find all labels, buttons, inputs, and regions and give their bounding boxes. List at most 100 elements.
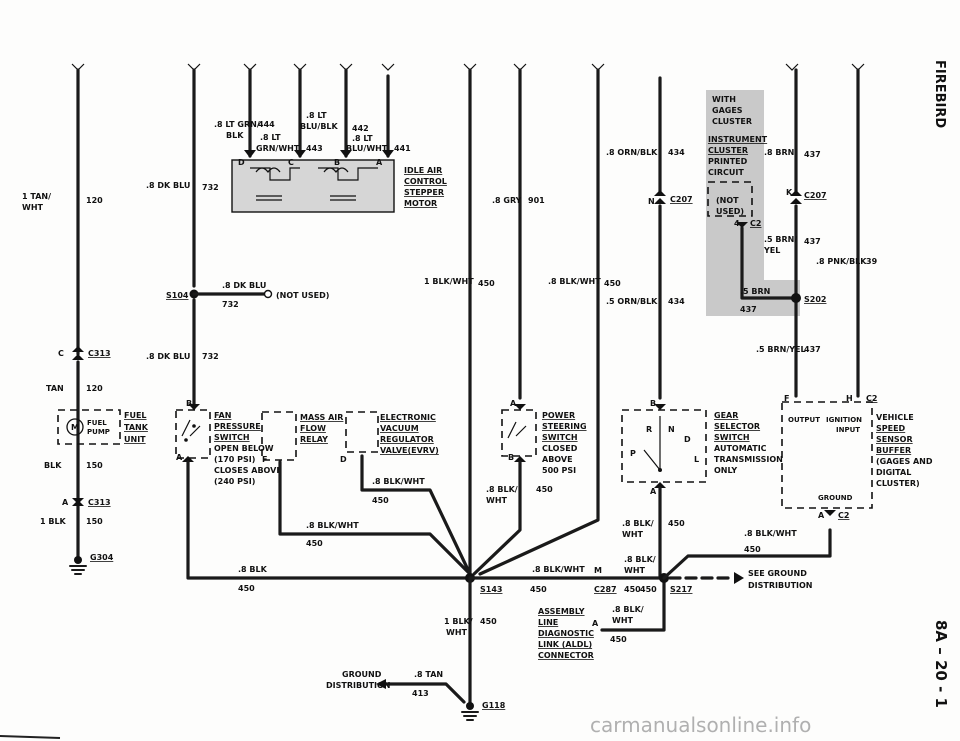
svg-text:.8 LT GRN/: .8 LT GRN/: [214, 120, 260, 129]
w120-color-2: WHT: [22, 203, 44, 212]
svg-text:(NOT: (NOT: [716, 196, 739, 205]
svg-text:.8 BLK/WHT: .8 BLK/WHT: [532, 565, 585, 574]
svg-text:OPEN BELOW: OPEN BELOW: [214, 444, 274, 453]
svg-text:(170 PSI): (170 PSI): [214, 455, 255, 464]
svg-text:437: 437: [804, 345, 821, 354]
svg-text:450: 450: [668, 519, 685, 528]
svg-text:732: 732: [202, 183, 219, 192]
ground-symbol-g118: [461, 711, 479, 721]
svg-text:.8 BLK/WHT: .8 BLK/WHT: [306, 521, 359, 530]
svg-text:BLU/BLK: BLU/BLK: [300, 122, 339, 131]
ground-symbol-g304: [69, 565, 87, 575]
cluster-shading: [706, 90, 764, 316]
svg-text:.8 BLK: .8 BLK: [238, 565, 268, 574]
svg-text:DIAGNOSTIC: DIAGNOSTIC: [538, 629, 594, 638]
svg-text:AUTOMATIC: AUTOMATIC: [714, 444, 767, 453]
svg-text:SENSOR: SENSOR: [876, 435, 913, 444]
maf-relay-label: MASS AIR: [300, 413, 343, 422]
c313-top-label: C313: [88, 349, 111, 358]
svg-text:CIRCUIT: CIRCUIT: [708, 168, 744, 177]
svg-text:D: D: [684, 435, 691, 444]
svg-text:F: F: [784, 394, 789, 403]
svg-text:YEL: YEL: [763, 246, 780, 255]
svg-text:450: 450: [640, 585, 657, 594]
fuel-pump-motor-icon: [66, 418, 84, 436]
svg-text:450: 450: [372, 496, 389, 505]
svg-text:STEERING: STEERING: [542, 422, 587, 431]
svg-text:A: A: [592, 619, 599, 628]
vss-buffer-box: [781, 401, 873, 509]
svg-text:CONNECTOR: CONNECTOR: [538, 651, 594, 660]
svg-text:B: B: [650, 399, 656, 408]
side-title: FIREBIRD: [932, 60, 947, 128]
svg-text:M: M: [594, 566, 602, 575]
svg-text:.8 BLK/WHT: .8 BLK/WHT: [372, 477, 425, 486]
svg-text:.8 BLK/WHT: .8 BLK/WHT: [548, 277, 601, 286]
svg-text:WHT: WHT: [486, 496, 508, 505]
fuel-tank-unit-box: [57, 409, 121, 445]
svg-text:BLU/WHT: BLU/WHT: [346, 144, 388, 153]
svg-text:N: N: [668, 425, 675, 434]
svg-text:B: B: [508, 453, 514, 462]
svg-text:WHT: WHT: [624, 566, 646, 575]
svg-text:450: 450: [536, 485, 553, 494]
svg-text:450: 450: [478, 279, 495, 288]
svg-text:1 BLK/: 1 BLK/: [444, 617, 473, 626]
svg-text:C287: C287: [594, 585, 617, 594]
instrument-cluster-label: INSTRUMENT: [708, 135, 768, 144]
svg-text:.8 BRN: .8 BRN: [764, 148, 794, 157]
svg-text:BLK: BLK: [44, 461, 62, 470]
svg-text:GRN/WHT: GRN/WHT: [256, 144, 300, 153]
svg-text:L: L: [694, 455, 699, 464]
svg-text:450: 450: [480, 617, 497, 626]
svg-text:REGULATOR: REGULATOR: [380, 435, 434, 444]
svg-text:IGNITION: IGNITION: [826, 416, 862, 424]
svg-text:450: 450: [604, 279, 621, 288]
svg-text:.8 TAN: .8 TAN: [414, 670, 443, 679]
svg-text:434: 434: [668, 297, 685, 306]
svg-text:ONLY: ONLY: [714, 466, 737, 475]
svg-text:C207: C207: [670, 195, 693, 204]
svg-text:WHT: WHT: [622, 530, 644, 539]
svg-text:STEPPER: STEPPER: [404, 188, 444, 197]
svg-text:.8 BLK/: .8 BLK/: [624, 555, 656, 564]
svg-text:BUFFER: BUFFER: [876, 446, 911, 455]
svg-text:CLOSES ABOVE: CLOSES ABOVE: [214, 466, 282, 475]
svg-text:PUMP: PUMP: [87, 428, 110, 436]
evrv-label: ELECTRONIC: [380, 413, 436, 422]
svg-text:437: 437: [740, 305, 757, 314]
svg-text:.8 BLK/: .8 BLK/: [612, 605, 644, 614]
svg-text:732: 732: [202, 352, 219, 361]
svg-text:GAGES: GAGES: [712, 106, 743, 115]
wire-break-marks: [71, 63, 865, 71]
svg-text:CLOSED: CLOSED: [542, 444, 578, 453]
fan-pressure-switch-label: FAN: [214, 411, 231, 420]
w120-color: 1 TAN/: [22, 192, 51, 201]
svg-text:CLUSTER: CLUSTER: [712, 117, 752, 126]
svg-text:WITH: WITH: [712, 95, 736, 104]
svg-text:.8 LT: .8 LT: [260, 133, 281, 142]
svg-text:901: 901: [528, 196, 545, 205]
svg-text:.8 DK BLU: .8 DK BLU: [222, 281, 266, 290]
svg-text:150: 150: [86, 461, 103, 470]
svg-text:H: H: [846, 394, 853, 403]
svg-text:GROUND: GROUND: [342, 670, 382, 679]
svg-text:.8 GRY: .8 GRY: [492, 196, 522, 205]
svg-text:R: R: [646, 425, 652, 434]
iac-label: IDLE AIR: [404, 166, 442, 175]
svg-text:D: D: [238, 158, 245, 167]
vss-buffer-label: VEHICLE: [876, 413, 914, 422]
svg-text:444: 444: [258, 120, 275, 129]
svg-text:500 PSI: 500 PSI: [542, 466, 576, 475]
svg-text:.5 ORN/BLK: .5 ORN/BLK: [606, 297, 658, 306]
svg-text:4: 4: [734, 219, 740, 228]
svg-text:DISTRIBUTION: DISTRIBUTION: [326, 681, 391, 690]
svg-text:C: C: [288, 158, 294, 167]
svg-text:DISTRIBUTION: DISTRIBUTION: [748, 581, 813, 590]
splice-s104: S104 .8 DK BLU 732 (NOT USED) .8 DK BLU …: [146, 281, 329, 410]
svg-text:FUEL: FUEL: [87, 419, 107, 427]
idle-air-control-motor: .8 LT GRN/ BLK 444 .8 LT GRN/WHT 443 .8 …: [146, 68, 447, 288]
svg-text:(GAGES AND: (GAGES AND: [876, 457, 933, 466]
